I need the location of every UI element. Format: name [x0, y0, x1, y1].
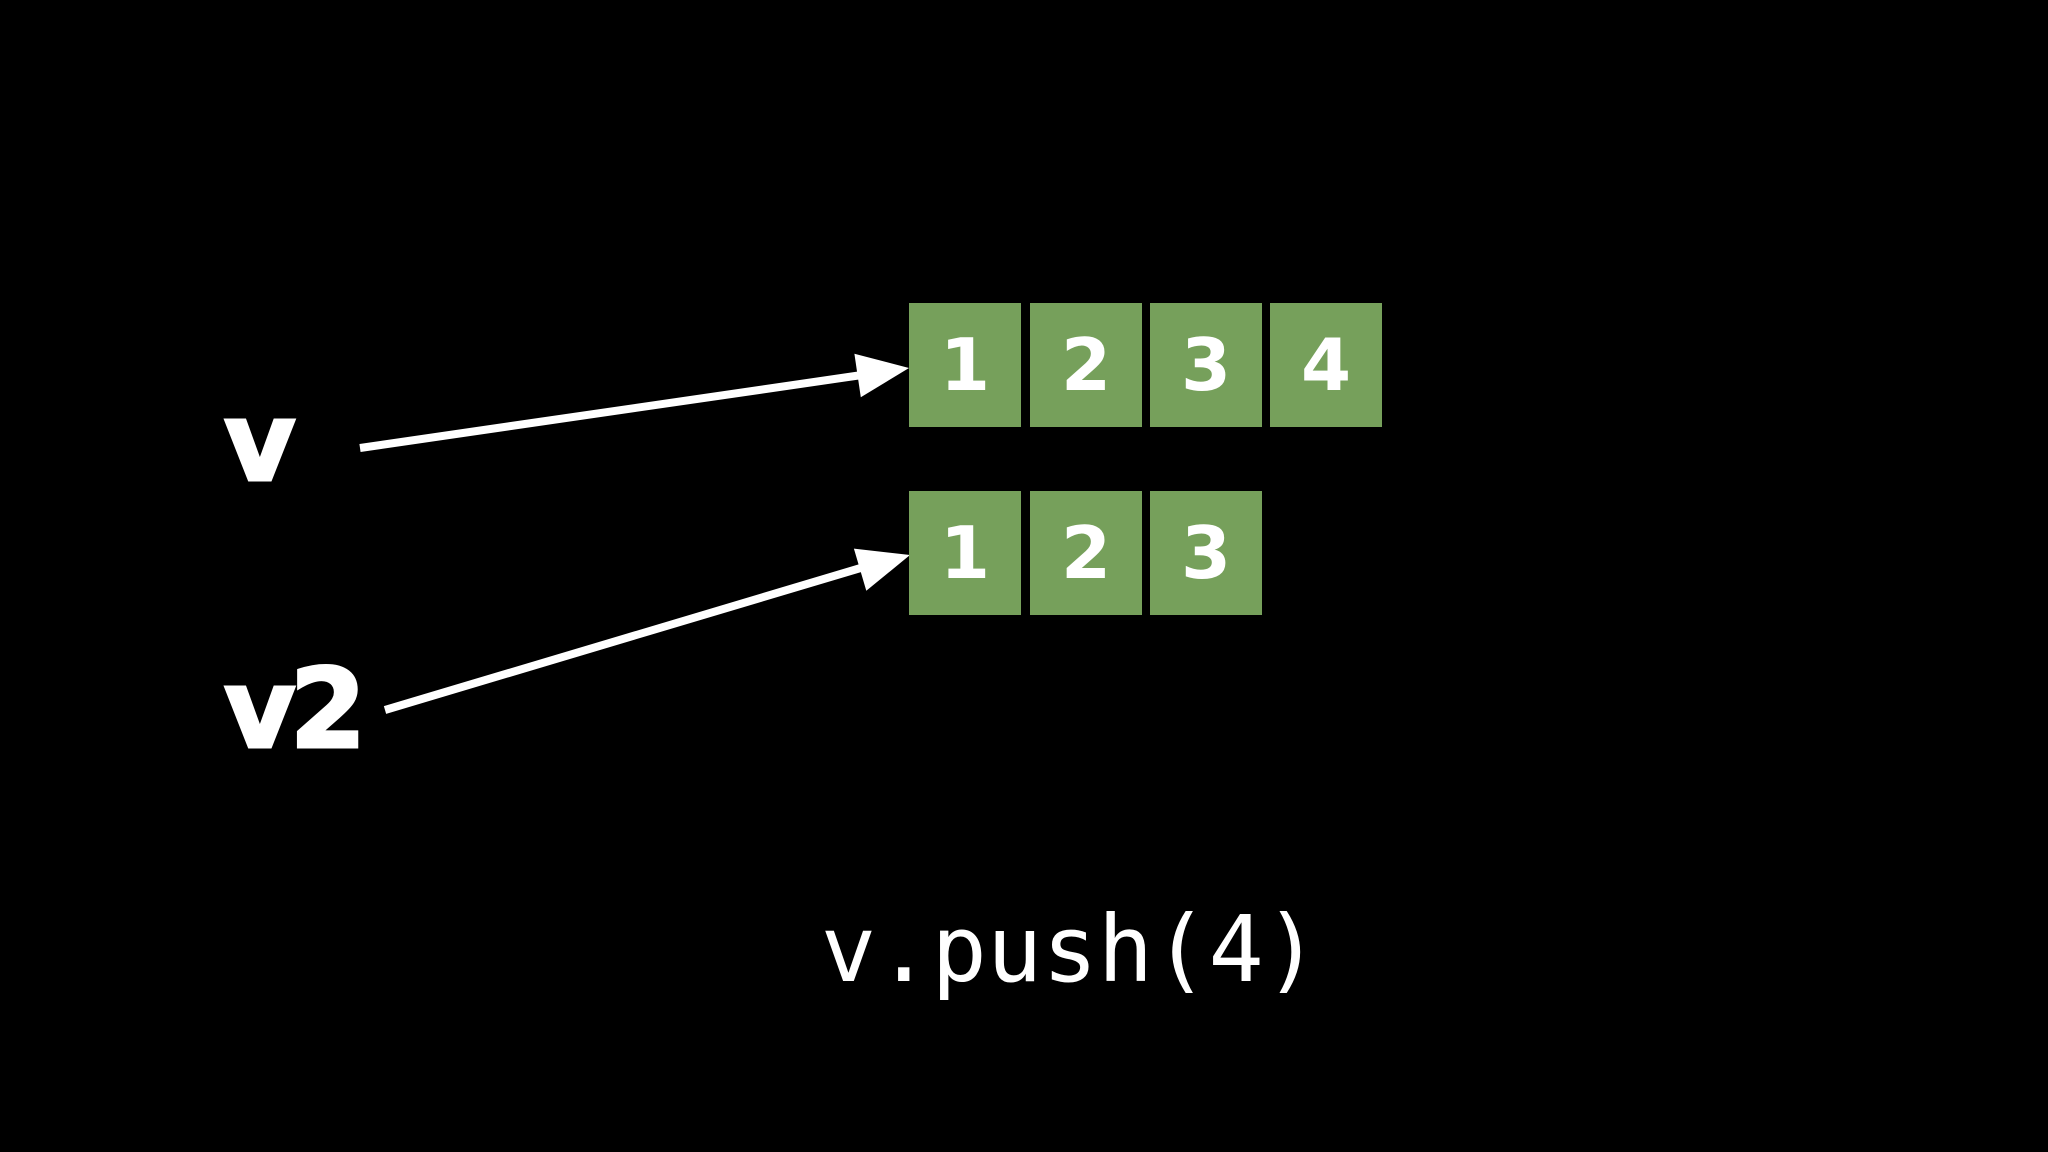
array-cell: 1	[909, 491, 1021, 615]
vector-v2-label: v2	[222, 645, 367, 773]
v-pointer-arrow-icon	[359, 353, 909, 452]
vector-v-label: v	[223, 378, 298, 506]
array-cell: 4	[1270, 303, 1382, 427]
array-cell: 3	[1150, 303, 1262, 427]
array-cell: 2	[1030, 491, 1142, 615]
vector-v2-array: 1 2 3	[909, 491, 1262, 615]
vector-v-array: 1 2 3 4	[909, 303, 1382, 427]
array-cell: 3	[1150, 491, 1262, 615]
array-cell: 2	[1030, 303, 1142, 427]
array-cell: 1	[909, 303, 1021, 427]
code-caption: v.push(4)	[820, 896, 1320, 1003]
v2-pointer-arrow-icon	[383, 548, 910, 714]
